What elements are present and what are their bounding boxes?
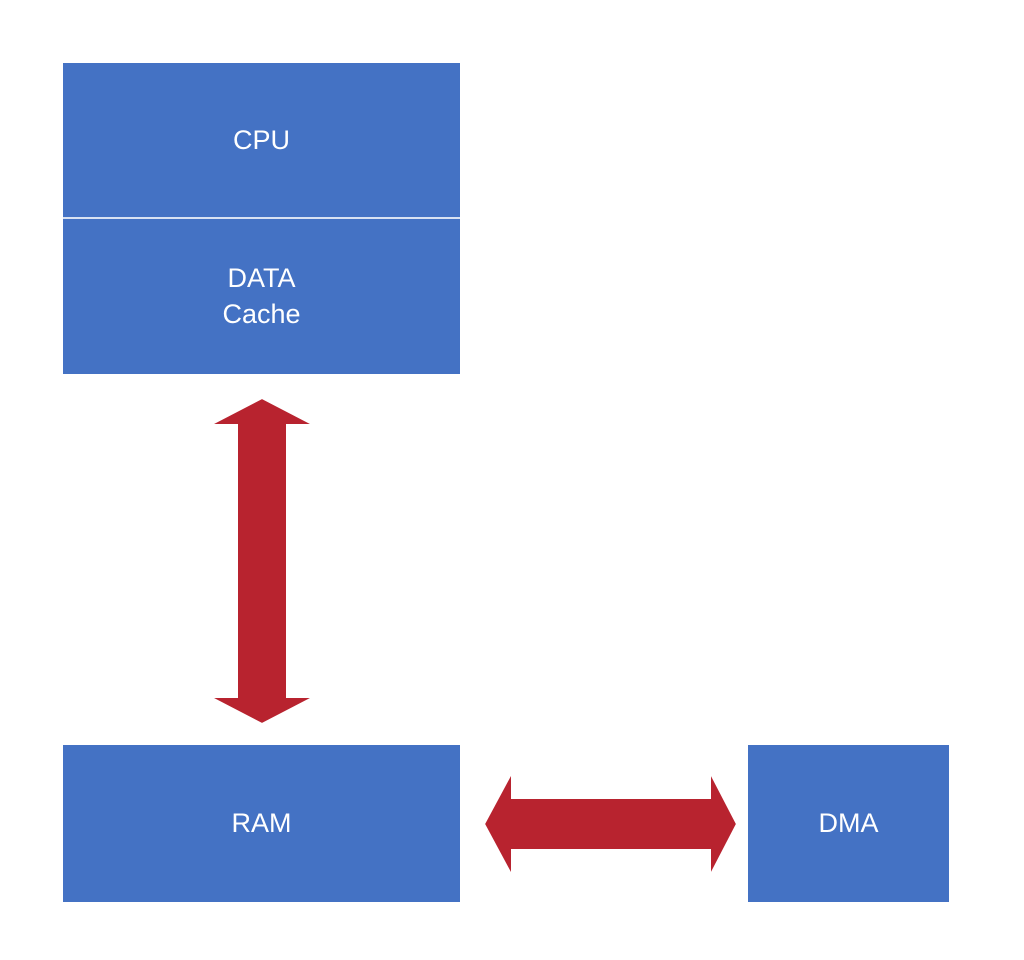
dma-block: DMA (748, 745, 949, 902)
cpu-cache-divider (63, 217, 460, 219)
data-cache-label: DATA Cache (222, 263, 301, 329)
data-cache-block: DATA Cache (63, 219, 460, 374)
dma-label: DMA (818, 807, 879, 838)
ram-dma-double-arrow (482, 771, 739, 877)
cpu-block: CPU (63, 63, 460, 218)
cpu-label: CPU (232, 124, 290, 155)
ram-block: RAM (63, 745, 460, 902)
cache-ram-double-arrow (209, 396, 315, 726)
ram-label: RAM (231, 807, 292, 838)
